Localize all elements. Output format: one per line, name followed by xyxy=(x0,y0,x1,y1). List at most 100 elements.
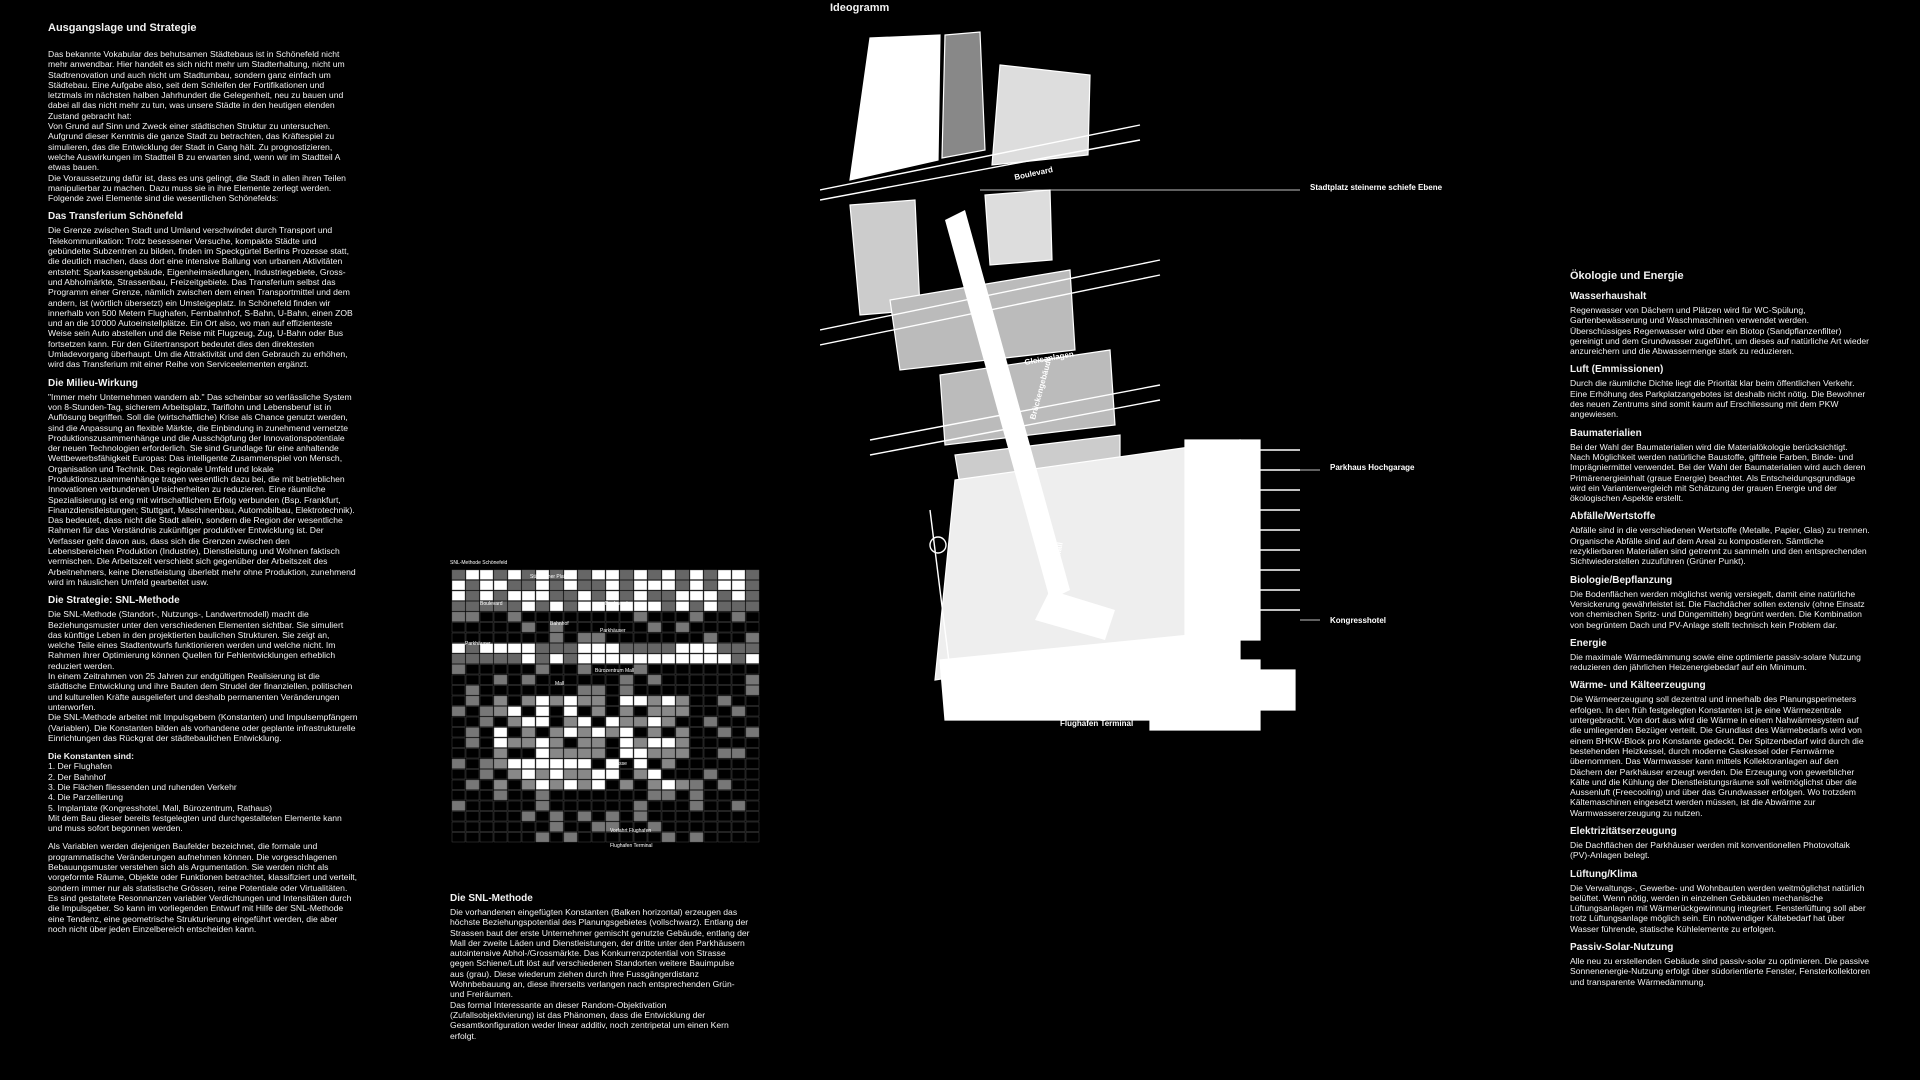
grid-cell xyxy=(647,706,662,717)
grid-cell xyxy=(633,590,648,601)
grid-cell xyxy=(465,748,480,759)
grid-cell xyxy=(521,800,536,811)
grid-cell xyxy=(619,769,634,780)
grid-cell xyxy=(451,779,466,790)
grid-cell xyxy=(549,674,564,685)
grid-cell xyxy=(451,601,466,612)
grid-cell xyxy=(745,737,760,748)
grid-cell xyxy=(549,779,564,790)
grid-cell xyxy=(633,790,648,801)
grid-label-platz: Städtischer Platz xyxy=(530,574,568,580)
grid-title: SNL-Methode Schönefeld xyxy=(450,560,507,566)
grid-cell xyxy=(465,779,480,790)
grid-cell xyxy=(619,664,634,675)
grid-cell xyxy=(605,779,620,790)
grid-cell xyxy=(731,821,746,832)
grid-cell xyxy=(591,653,606,664)
grid-cell xyxy=(745,769,760,780)
grid-cell xyxy=(717,811,732,822)
grid-cell xyxy=(479,832,494,843)
grid-cell xyxy=(563,821,578,832)
label-mall: Mall xyxy=(1053,541,1065,558)
grid-cell xyxy=(731,790,746,801)
grid-cell xyxy=(507,769,522,780)
grid-cell xyxy=(661,716,676,727)
grid-cell xyxy=(493,580,508,591)
grid-cell xyxy=(577,727,592,738)
grid-cell xyxy=(465,580,480,591)
grid-cell xyxy=(493,601,508,612)
grid-cell xyxy=(479,674,494,685)
grid-cell xyxy=(689,622,704,633)
grid-cell xyxy=(633,716,648,727)
grid-cell xyxy=(563,632,578,643)
grid-cell xyxy=(521,653,536,664)
grid-cell xyxy=(493,716,508,727)
grid-cell xyxy=(647,779,662,790)
grid-cell xyxy=(577,800,592,811)
grid-cell xyxy=(717,695,732,706)
grid-cell xyxy=(549,832,564,843)
grid-cell xyxy=(549,695,564,706)
grid-cell xyxy=(465,737,480,748)
grid-cell xyxy=(619,832,634,843)
grid-cell xyxy=(689,685,704,696)
grid-cell xyxy=(633,611,648,622)
grid-cell xyxy=(577,611,592,622)
grid-cell xyxy=(521,580,536,591)
grid-cell xyxy=(521,674,536,685)
grid-cell xyxy=(479,769,494,780)
grid-cell xyxy=(703,832,718,843)
grid-label-terminal: Flughafen Terminal xyxy=(610,843,652,849)
grid-cell xyxy=(577,643,592,654)
grid-cell xyxy=(689,569,704,580)
grid-cell xyxy=(717,800,732,811)
grid-cell xyxy=(633,758,648,769)
grid-cell xyxy=(577,769,592,780)
grid-cell xyxy=(647,821,662,832)
grid-cell xyxy=(535,611,550,622)
grid-cell xyxy=(521,611,536,622)
grid-cell xyxy=(563,727,578,738)
grid-cell xyxy=(633,800,648,811)
grid-cell xyxy=(465,611,480,622)
grid-cell xyxy=(549,590,564,601)
grid-cell xyxy=(507,727,522,738)
ecology-heading: Wärme- und Kälteerzeugung xyxy=(1570,680,1706,692)
grid-cell xyxy=(605,769,620,780)
grid-cell xyxy=(591,590,606,601)
grid-cell xyxy=(563,569,578,580)
grid-cell xyxy=(661,821,676,832)
grid-cell xyxy=(535,832,550,843)
grid-cell xyxy=(689,643,704,654)
grid-cell xyxy=(675,716,690,727)
grid-cell xyxy=(479,590,494,601)
grid-cell xyxy=(465,800,480,811)
grid-cell xyxy=(521,758,536,769)
grid-cell xyxy=(619,790,634,801)
grid-cell xyxy=(717,601,732,612)
grid-cell xyxy=(451,622,466,633)
grid-cell xyxy=(577,580,592,591)
grid-cell xyxy=(703,580,718,591)
grid-cell xyxy=(507,580,522,591)
heading-strategie: Die Strategie: SNL-Methode xyxy=(48,595,180,607)
grid-cell xyxy=(633,674,648,685)
grid-cell xyxy=(479,695,494,706)
grid-cell xyxy=(717,706,732,717)
grid-cell xyxy=(605,611,620,622)
grid-cell xyxy=(591,790,606,801)
grid-cell xyxy=(549,748,564,759)
grid-cell xyxy=(717,758,732,769)
grid-cell xyxy=(465,643,480,654)
grid-cell xyxy=(577,664,592,675)
grid-cell xyxy=(507,569,522,580)
grid-cell xyxy=(535,800,550,811)
grid-cell xyxy=(451,769,466,780)
grid-cell xyxy=(619,601,634,612)
grid-cell xyxy=(731,601,746,612)
ecology-heading: Lüftung/Klima xyxy=(1570,868,1638,880)
grid-cell xyxy=(647,695,662,706)
